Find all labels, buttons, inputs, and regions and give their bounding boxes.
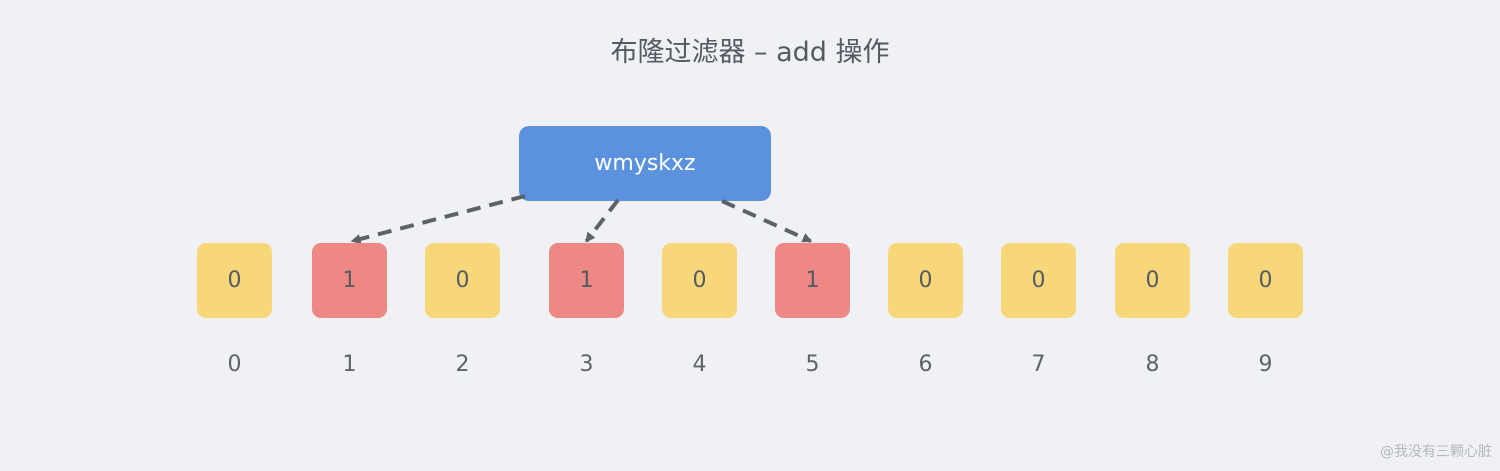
bit-value-8: 0	[1145, 268, 1160, 293]
bit-cell-7: 0	[1001, 243, 1076, 318]
hash-arrow-to-bit-5	[721, 199, 813, 243]
bit-cell-8: 0	[1115, 243, 1190, 318]
key-box: wmyskxz	[519, 126, 771, 201]
bit-index-2: 2	[455, 352, 470, 377]
bit-value-2: 0	[455, 268, 470, 293]
bit-cell-9: 0	[1228, 243, 1303, 318]
bit-cell-5: 1	[775, 243, 850, 318]
bit-value-1: 1	[342, 268, 357, 293]
bit-cell-0: 0	[197, 243, 272, 318]
bit-index-7: 7	[1031, 352, 1046, 377]
watermark: @我没有三颗心脏	[1380, 444, 1492, 460]
bit-cell-1: 1	[312, 243, 387, 318]
bit-index-8: 8	[1145, 352, 1160, 377]
bit-index-5: 5	[805, 352, 820, 377]
bit-cell-2: 0	[425, 243, 500, 318]
bit-value-5: 1	[805, 268, 820, 293]
bit-value-0: 0	[227, 268, 242, 293]
diagram-title: 布隆过滤器 – add 操作	[610, 37, 890, 68]
bit-index-4: 4	[692, 352, 707, 377]
hash-arrow-to-bit-1	[350, 194, 526, 244]
bit-value-6: 0	[918, 268, 933, 293]
bit-value-3: 1	[579, 268, 594, 293]
bit-index-3: 3	[579, 352, 594, 377]
bit-cell-6: 0	[888, 243, 963, 318]
bit-value-4: 0	[692, 268, 707, 293]
bit-index-9: 9	[1258, 352, 1273, 377]
bit-index-6: 6	[918, 352, 933, 377]
bit-index-1: 1	[342, 352, 357, 377]
bit-cell-4: 0	[662, 243, 737, 318]
bit-value-9: 0	[1258, 268, 1273, 293]
hash-arrow-to-bit-3	[584, 198, 620, 243]
key-label: wmyskxz	[594, 151, 696, 176]
bit-index-0: 0	[227, 352, 242, 377]
bit-value-7: 0	[1031, 268, 1046, 293]
bit-cell-3: 1	[549, 243, 624, 318]
